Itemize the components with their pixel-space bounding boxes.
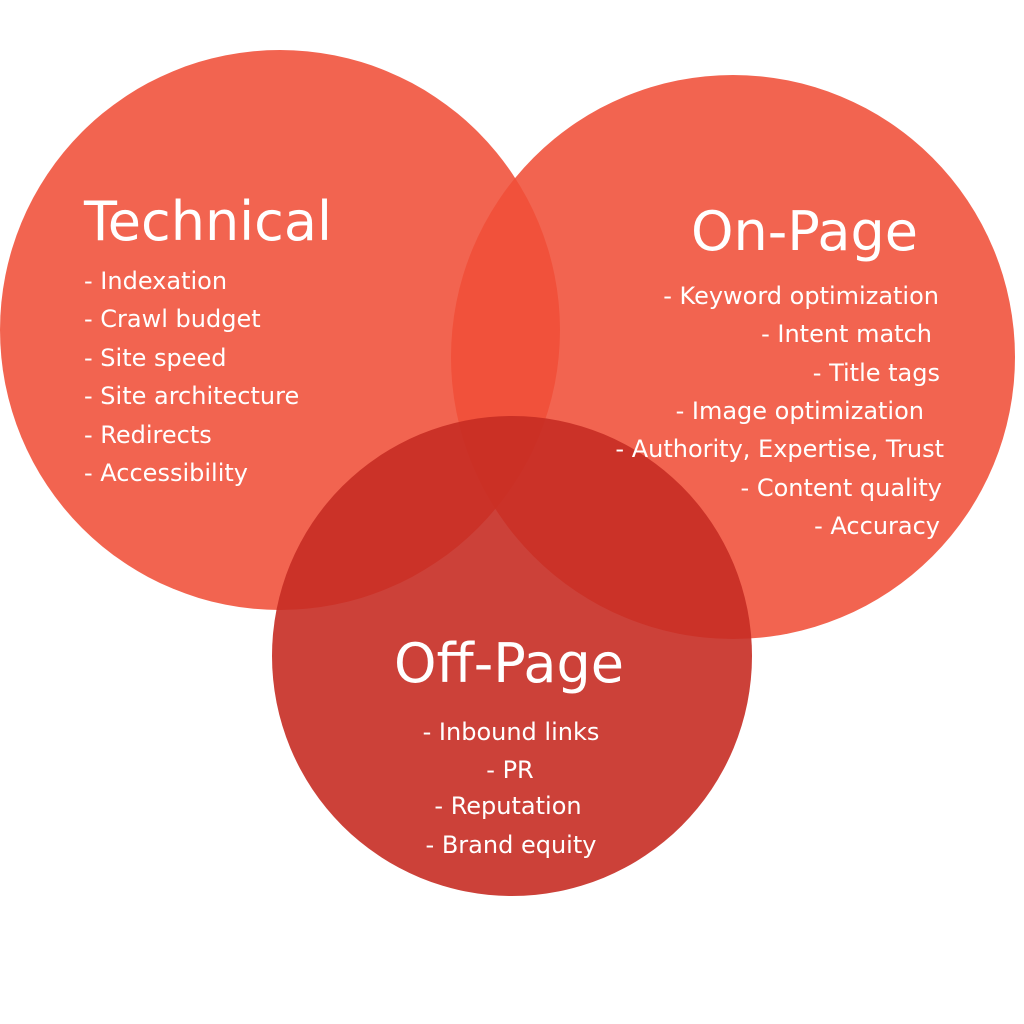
off-page-item-list: - Inbound links - PR - Reputation - Bran… — [423, 718, 600, 859]
on-page-item: - Accuracy — [814, 512, 940, 540]
off-page-item: - Brand equity — [426, 831, 597, 859]
off-page-item: - Reputation — [434, 792, 581, 820]
technical-item-list: - Indexation - Crawl budget - Site speed… — [84, 267, 299, 487]
on-page-title: On-Page — [691, 200, 918, 263]
technical-item: - Crawl budget — [84, 305, 261, 333]
off-page-circle — [272, 416, 752, 896]
technical-item: - Indexation — [84, 267, 227, 295]
technical-item: - Site speed — [84, 344, 227, 372]
off-page-item: - Inbound links — [423, 718, 600, 746]
technical-title: Technical — [83, 190, 332, 253]
technical-item: - Site architecture — [84, 382, 299, 410]
on-page-item-list: - Keyword optimization - Intent match - … — [615, 282, 944, 540]
on-page-item: - Content quality — [741, 474, 942, 502]
on-page-item: - Authority, Expertise, Trust — [615, 435, 944, 463]
on-page-item: - Image optimization — [676, 397, 924, 425]
on-page-item: - Intent match — [761, 320, 932, 348]
technical-item: - Redirects — [84, 421, 212, 449]
off-page-title: Off-Page — [394, 632, 624, 695]
on-page-item: - Title tags — [813, 359, 940, 387]
off-page-item: - PR — [486, 756, 533, 784]
technical-item: - Accessibility — [84, 459, 248, 487]
on-page-item: - Keyword optimization — [663, 282, 939, 310]
